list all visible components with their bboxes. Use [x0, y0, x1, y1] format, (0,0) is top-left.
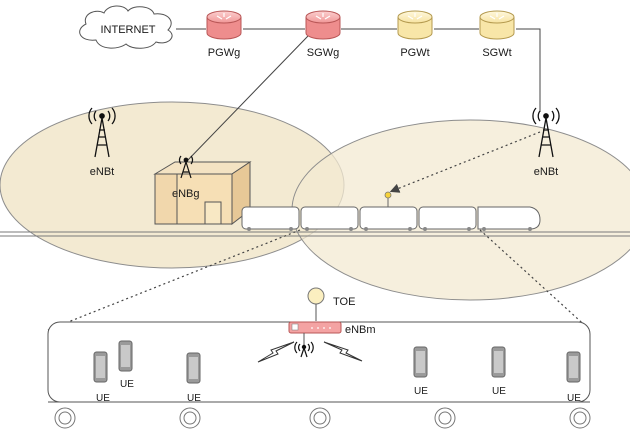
enbm-label: eNBm: [345, 324, 376, 336]
zoom-projection-lines: [47, 229, 591, 331]
ue-device-2: [118, 340, 133, 372]
train: [241, 206, 541, 231]
router-pgwt-label: PGWt: [400, 47, 429, 59]
ue-device-5: [491, 346, 506, 378]
wireless-bolt-right-icon: [323, 341, 363, 362]
ue-device-6: [566, 351, 581, 383]
router-pgwt: PGWt: [397, 10, 433, 59]
internet-cloud: INTERNET: [79, 5, 173, 49]
backbone-links: [176, 28, 541, 163]
ue-label-5: UE: [492, 386, 506, 397]
carriage-wheels: [54, 407, 591, 429]
enbm-device: [288, 321, 342, 345]
rail-track: [0, 231, 630, 237]
toe-label: TOE: [333, 296, 355, 308]
tower-enbg: [178, 155, 194, 179]
ue-device-1: [93, 351, 108, 383]
ue-label-6: UE: [567, 393, 581, 404]
router-pgwg-label: PGWg: [208, 47, 240, 59]
ue-label-1: UE: [96, 393, 110, 404]
train-antenna: [384, 191, 392, 207]
wireless-bolt-left-icon: [257, 341, 295, 363]
tower-enbg-label: eNBg: [172, 188, 200, 200]
router-sgwg: SGWg: [305, 10, 341, 59]
ue-device-3: [186, 352, 201, 384]
radio-link-dotted: [389, 131, 541, 193]
ue-label-4: UE: [414, 386, 428, 397]
carriage-interior: [47, 321, 591, 403]
router-sgwt-label: SGWt: [482, 47, 511, 59]
enbm-antenna-icon: [294, 341, 314, 358]
tower-enbt-left-label: eNBt: [90, 166, 114, 178]
router-pgwg: PGWg: [206, 10, 242, 59]
router-sgwg-label: SGWg: [307, 47, 339, 59]
ue-label-3: UE: [187, 393, 201, 404]
ue-label-2: UE: [120, 379, 134, 390]
toe-node: [307, 287, 325, 321]
tower-enbt-left: [88, 107, 116, 158]
ue-device-4: [413, 346, 428, 378]
internet-label: INTERNET: [101, 24, 156, 36]
tower-enbt-right-label: eNBt: [534, 166, 558, 178]
router-sgwt: SGWt: [479, 10, 515, 59]
tower-enbt-right: [532, 107, 560, 158]
building: [153, 161, 252, 226]
